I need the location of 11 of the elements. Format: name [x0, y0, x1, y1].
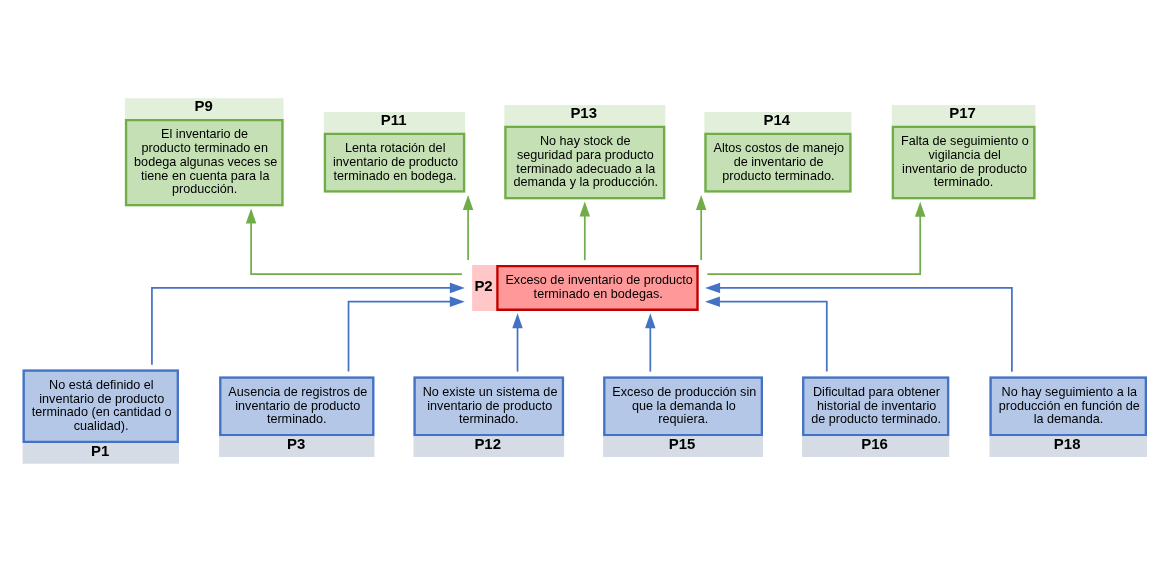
- arrow: [512, 313, 523, 373]
- arrow: [245, 208, 463, 275]
- arrow: [151, 282, 465, 366]
- arrow: [462, 195, 474, 261]
- arrow: [704, 296, 828, 373]
- arrow: [645, 313, 656, 373]
- arrow: [347, 296, 465, 373]
- arrow: [695, 195, 707, 261]
- arrow: [705, 282, 1013, 373]
- arrow: [706, 201, 926, 275]
- arrow: [579, 201, 591, 261]
